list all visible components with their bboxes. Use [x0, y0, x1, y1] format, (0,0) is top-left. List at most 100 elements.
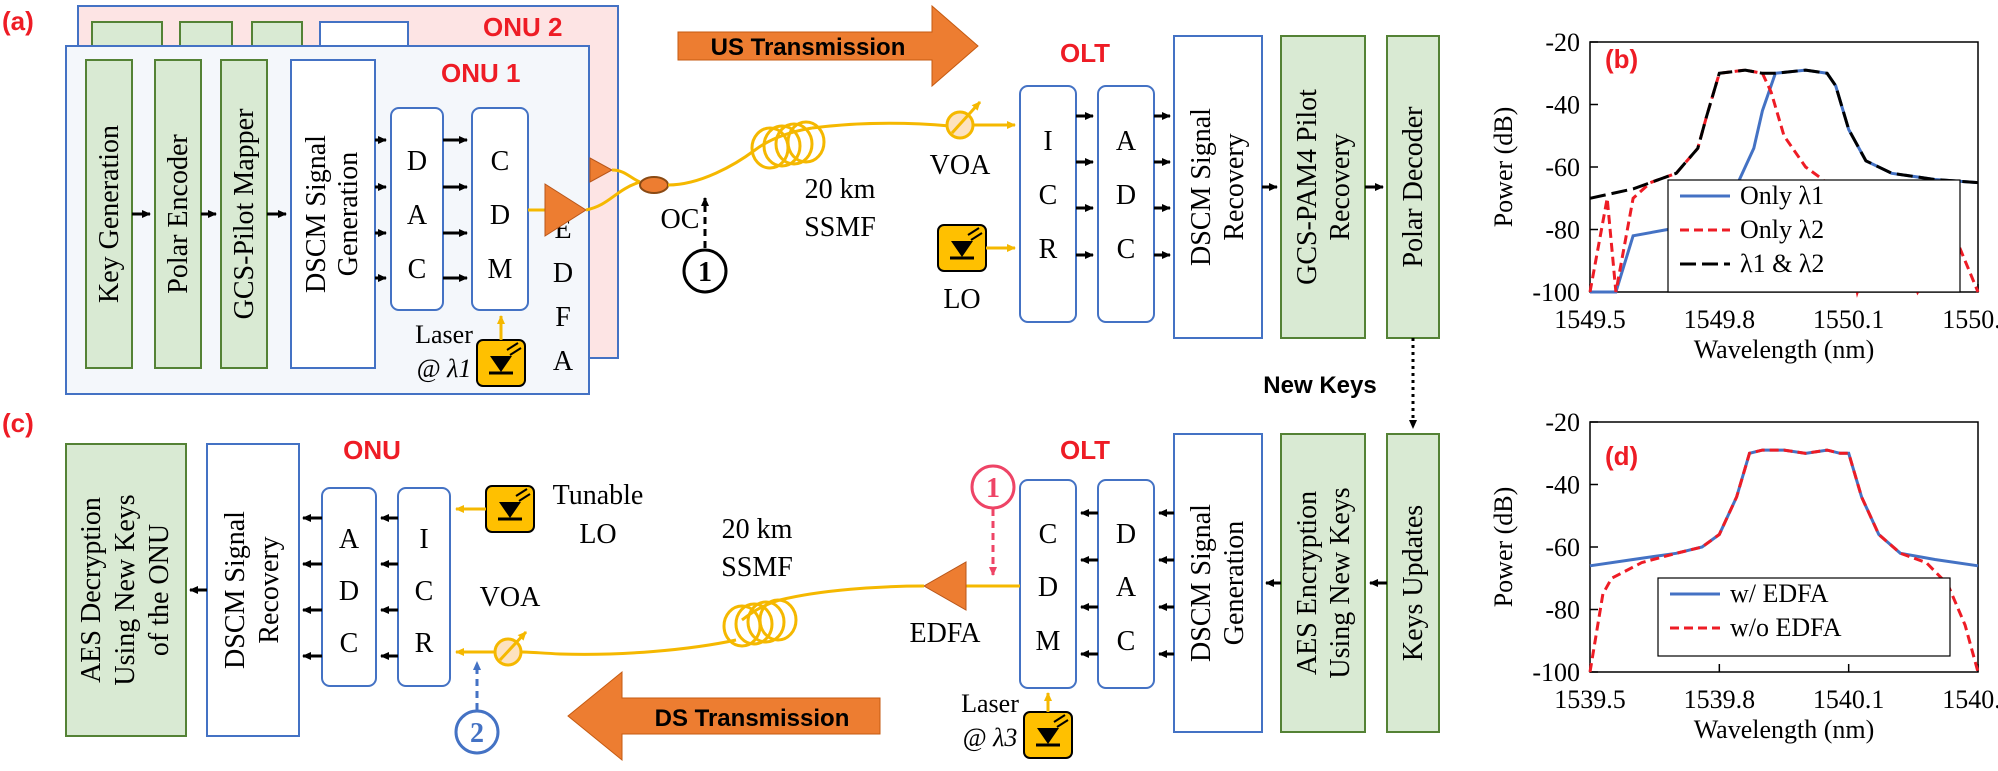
cdm-letter: C: [1039, 519, 1058, 550]
voa-label: VOA: [480, 582, 541, 613]
aes-decryption-label-2: Using New Keys: [110, 494, 141, 685]
ssmf-spool-icon: [750, 120, 826, 170]
bus-dac-to-cdm: [443, 136, 468, 282]
us-transmission-arrow: [677, 4, 979, 88]
tunable-lo-icon: [485, 485, 535, 533]
x-tick-label: 1549.5: [1554, 305, 1626, 334]
gcs-pam4-recovery-block: [1280, 35, 1366, 339]
dscm-generation-label-2: Generation: [333, 152, 364, 276]
panel-c-label: (c): [2, 408, 34, 438]
spectrum-chart-d: -20-40-60-80-1001539.51539.81540.11540.4…: [1489, 408, 1998, 744]
legend-box: [1667, 179, 1961, 293]
y-tick-label: -40: [1545, 91, 1580, 120]
new-keys-label: New Keys: [1263, 372, 1376, 399]
legend-box: [1657, 577, 1951, 657]
onu2-block: [251, 21, 303, 47]
monitor-point-1-marker: [682, 248, 728, 294]
onu-dscm-recovery-block: [206, 443, 300, 737]
onu-dscm-recovery-label-2: Recovery: [254, 536, 285, 643]
tunable-lo-label: LO: [579, 519, 616, 550]
monitor-point-1-marker: [970, 464, 1016, 510]
us-transmission-label: US Transmission: [711, 34, 906, 61]
legend-label: λ1 & λ2: [1740, 249, 1824, 278]
panel-b-label: (b): [1605, 44, 1638, 74]
icr-letter: I: [419, 524, 428, 555]
x-tick-label: 1539.8: [1684, 685, 1756, 714]
laser-label: Laser: [961, 689, 1019, 718]
dac-letter: A: [1116, 572, 1137, 603]
monitor-point-2-marker: [454, 709, 500, 755]
aes-encryption-label-2: Using New Keys: [1325, 487, 1356, 678]
onu1-label: ONU 1: [441, 58, 520, 88]
edfa-amplifier-icon: [922, 561, 967, 611]
onu2-block: [319, 21, 409, 47]
dac-letter: D: [407, 146, 427, 177]
dac-letter: A: [407, 200, 428, 231]
onu2-block: [91, 21, 163, 47]
fiber-length-label: 20 km: [722, 514, 793, 545]
monitor-point-1-label: 1: [986, 473, 1000, 504]
keys-updates-block: [1386, 433, 1440, 733]
dac-block: [390, 107, 444, 311]
laser-icon: [476, 339, 526, 387]
onu-dscm-recovery-label-1: DSCM Signal: [220, 511, 251, 669]
y-tick-label: -20: [1545, 408, 1580, 437]
oc-label: OC: [661, 204, 700, 235]
fiber-spool-to-voa: [521, 638, 737, 656]
cdm-letter: M: [1036, 626, 1061, 657]
cdm-block: [1019, 479, 1077, 689]
x-axis-label: Wavelength (nm): [1694, 335, 1875, 364]
panel-d-label: (d): [1605, 441, 1638, 471]
ds-transmission-arrow: [567, 670, 881, 762]
cdm-letter: D: [490, 200, 510, 231]
aes-decryption-label-1: AES Decryption: [76, 497, 107, 683]
olt-dscm-recovery-label-2: Recovery: [1219, 133, 1250, 240]
olt-dscm-generation-block: [1173, 433, 1263, 733]
adc-block: [321, 487, 377, 687]
bus-dscm-to-dac: [1158, 509, 1174, 658]
olt-top-label: OLT: [1060, 38, 1110, 68]
ssmf-spool-icon: [722, 598, 798, 648]
fiber-oc-to-spool: [667, 126, 813, 187]
y-tick-label: -60: [1545, 153, 1580, 182]
bus-dscm-to-dac: [375, 136, 387, 282]
keys-updates-label: Keys Updates: [1398, 505, 1429, 661]
icr-letter: C: [1039, 180, 1058, 211]
gcs-pilot-mapper-block: [220, 59, 268, 369]
x-tick-label: 1549.8: [1684, 305, 1756, 334]
laser-label: Laser: [415, 320, 473, 349]
olt-dscm-generation-label-1: DSCM Signal: [1186, 504, 1217, 662]
onu2-label: ONU 2: [483, 12, 562, 42]
laser-icon: [1023, 711, 1073, 759]
local-oscillator-icon: [937, 224, 987, 272]
adc-letter: D: [1116, 180, 1136, 211]
adc-letter: A: [1116, 126, 1137, 157]
fiber-type-label: SSMF: [721, 552, 793, 583]
edfa-label: EDFA: [909, 618, 981, 649]
icr-letter: R: [415, 628, 434, 659]
optical-coupler-icon: [639, 176, 669, 194]
x-tick-label: 1550.4: [1942, 305, 1998, 334]
y-tick-label: -40: [1545, 471, 1580, 500]
voa-adjust-arrow: [498, 630, 528, 662]
legend-label: Only λ2: [1740, 215, 1824, 244]
monitor-point-1-label: 1: [698, 257, 712, 288]
adc-letter: D: [339, 576, 359, 607]
icr-letter: I: [1043, 126, 1052, 157]
olt-bottom-label: OLT: [1060, 435, 1110, 465]
icr-block: [397, 487, 451, 687]
dscm-generation-block: [290, 59, 376, 369]
bus-icr-to-adc: [1076, 112, 1094, 259]
bus-icr-to-adc: [380, 514, 398, 660]
adc-block: [1097, 85, 1155, 323]
aes-encryption-block: [1280, 433, 1366, 733]
dac-letter: C: [408, 254, 427, 285]
series-line: [1588, 448, 1980, 673]
voa-adjust-arrow: [950, 100, 982, 135]
fiber-type-label: SSMF: [804, 212, 876, 243]
lo-label: LO: [943, 284, 980, 315]
x-tick-label: 1540.1: [1813, 685, 1885, 714]
cdm-letter: C: [491, 146, 510, 177]
y-tick-label: -80: [1545, 216, 1580, 245]
